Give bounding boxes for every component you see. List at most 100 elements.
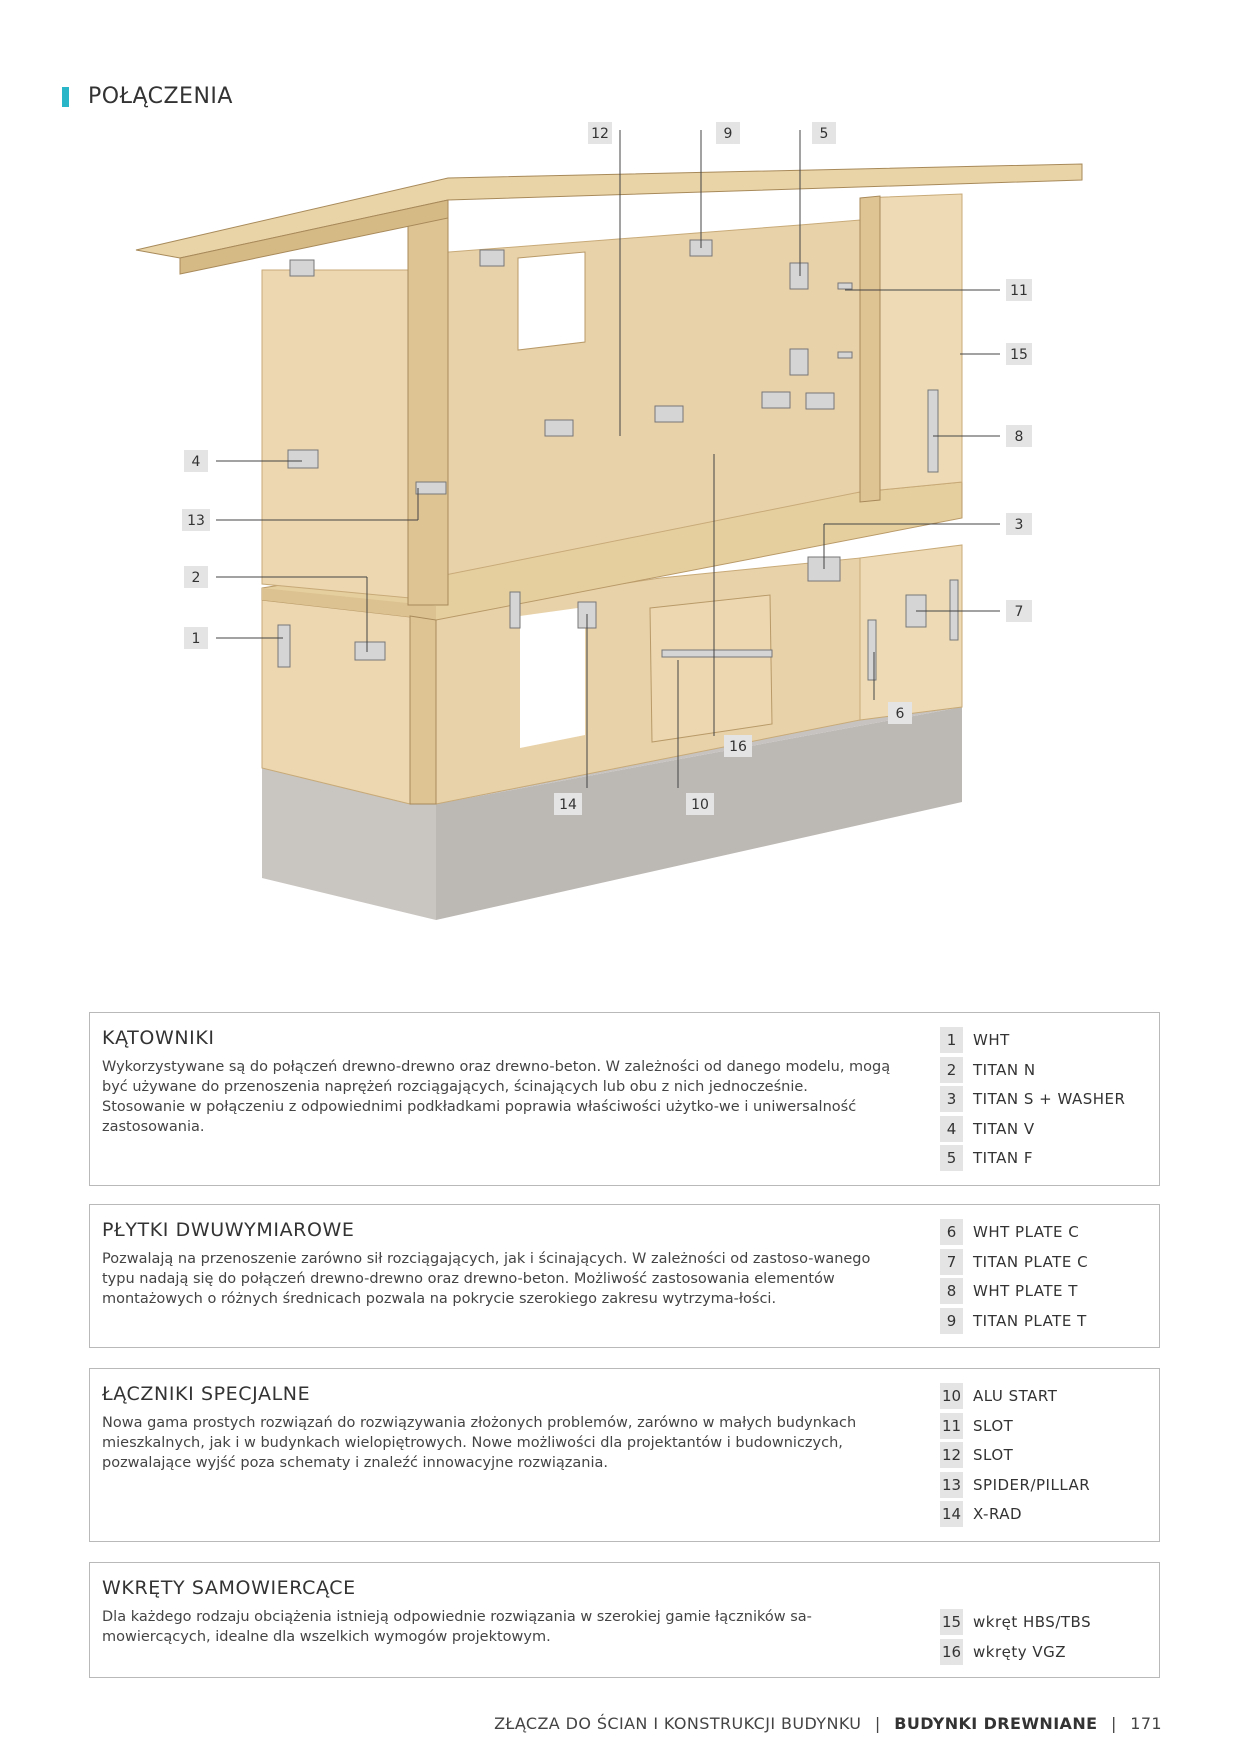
callout-9: 9 [716,122,740,144]
callout-4: 4 [184,450,208,472]
right-post [859,195,881,503]
callout-10: 10 [686,793,714,815]
connector-alu-start [661,649,773,658]
item-name: SLOT [973,1446,1014,1465]
connector-right-vertical [949,579,959,641]
item-number: 12 [940,1442,963,1469]
footer-separator: | [874,1714,881,1733]
svg-text:2: 2 [192,570,201,586]
svg-text:1: 1 [192,631,201,647]
item-name: SLOT [973,1416,1014,1435]
footer-part1: ZŁĄCZA DO ŚCIAN [494,1714,648,1733]
panel-katowniki: KĄTOWNIKI Wykorzystywane są do połączeń … [89,1012,1160,1186]
connector-top-2 [479,249,505,267]
section-title: POŁĄCZENIA [62,84,233,109]
callout-13: 13 [182,509,210,531]
panel-title: PŁYTKI DWUWYMIAROWE [102,1219,355,1241]
floor-slab-front [262,588,436,620]
svg-text:6: 6 [896,706,905,722]
item-name: WHT [973,1031,1010,1049]
callout-15: 15 [1006,343,1032,365]
item-number: 5 [940,1145,963,1172]
item-number: 16 [940,1638,963,1665]
svg-text:10: 10 [691,797,709,813]
item-name: TITAN PLATE T [973,1311,1087,1330]
item-name: X-RAD [973,1505,1023,1524]
callout-16: 16 [724,735,752,757]
callout-11: 11 [1006,279,1032,301]
list-item: 3 TITAN S + WASHER [940,1086,1126,1113]
connector-floor-1 [544,419,574,437]
connector-lower-mid [509,591,521,629]
title-accent-bar [62,86,69,107]
item-name: TITAN PLATE C [973,1252,1089,1271]
item-number: 3 [940,1086,963,1113]
item-name: TITAN N [973,1060,1036,1079]
footer-section: BUDYNKI DREWNIANE [894,1714,1098,1733]
connector-titan-f [789,262,809,290]
item-name: WHT PLATE C [973,1223,1080,1241]
item-number: 2 [940,1056,963,1083]
item-number: 6 [940,1219,963,1245]
connector-wht-plate-c [867,619,877,681]
list-item: 4 TITAN V [940,1115,1125,1142]
connector-floor-3 [761,391,791,409]
callout-3: 3 [1006,513,1032,535]
page-number: 171 [1130,1714,1162,1733]
connector-slot-11 [837,282,853,290]
front-post [407,213,449,606]
panel-title: WKRĘTY SAMOWIERCĄCE [102,1577,356,1599]
callout-7: 7 [1006,600,1032,622]
svg-text:16: 16 [729,739,747,755]
panel-description: Pozwalają na przenoszenie zarówno sił ro… [102,1251,871,1307]
connector-upper-2 [789,348,809,376]
item-name: SPIDER/PILLAR [973,1475,1091,1494]
svg-text:4: 4 [192,454,201,470]
list-item: 16 wkręty VGZ [940,1638,1091,1665]
footer-separator: | [1110,1714,1117,1733]
svg-text:5: 5 [820,126,829,142]
footer-part2: I KONSTRUKCJI BUDYNKU [653,1714,862,1733]
callout-1: 1 [184,627,208,649]
callout-14: 14 [554,793,582,815]
connector-titan-n [354,641,386,661]
callout-5: 5 [812,122,836,144]
roof-edge [179,199,449,275]
item-name: wkręty VGZ [973,1642,1067,1661]
item-name: WHT PLATE T [973,1282,1078,1301]
item-name: TITAN S + WASHER [973,1090,1126,1109]
svg-text:9: 9 [724,126,733,142]
connector-wht-plate-t [927,389,939,473]
list-item: 12 SLOT [940,1442,1090,1469]
connector-titan-v [287,449,319,469]
item-number: 4 [940,1115,963,1142]
callout-6: 6 [888,702,912,724]
item-name: TITAN V [973,1119,1035,1138]
sliding-panel [649,594,773,743]
lower-right-wall [859,544,963,721]
door-opening [520,607,585,748]
upper-window [517,251,586,351]
connector-spider [415,481,447,495]
front-post-lower [409,615,437,805]
callout-8: 8 [1006,425,1032,447]
svg-text:14: 14 [559,797,577,813]
connector-slot-12 [837,351,853,359]
item-number: 15 [940,1609,963,1635]
svg-text:12: 12 [591,126,609,142]
panel-laczniki: ŁĄCZNIKI SPECJALNE Nowa gama prostych ro… [89,1368,1160,1542]
list-item: 6 WHT PLATE C [940,1219,1088,1245]
svg-text:3: 3 [1015,517,1024,533]
item-name: wkręt HBS/TBS [973,1613,1092,1631]
building-diagram: 12 9 5 11 15 8 3 7 4 13 2 1 6 16 14 10 [135,122,1083,920]
